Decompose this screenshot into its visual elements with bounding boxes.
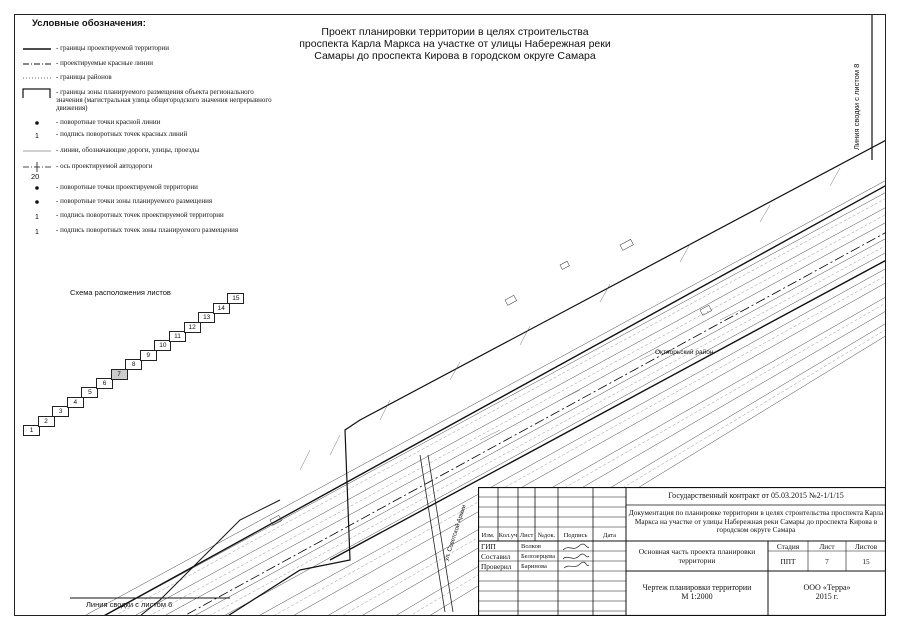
rectangle-outline-icon [22, 88, 51, 98]
sheets-header: Листов [854, 542, 878, 551]
header-signature: Подпись [563, 532, 588, 539]
role-compiled: Составил [481, 552, 511, 561]
sheet-cell-8: 8 [125, 359, 143, 371]
stage-header: Стадия [776, 542, 800, 551]
header-count: Кол.уч [498, 532, 518, 539]
sheet-cell-9: 9 [139, 349, 157, 361]
legend-heading: Условные обозначения: [32, 18, 146, 29]
match-line-top-label: Линия сводки с листом 8 [852, 63, 861, 150]
sheet-cell-6: 6 [96, 378, 113, 389]
title-line-2: проспекта Карла Маркса на участке от ули… [299, 38, 611, 50]
sheet-cell-1: 1 [23, 425, 40, 436]
header-date: Дата [603, 532, 616, 539]
drawing-title: Проект планировки территории в целях стр… [250, 26, 660, 62]
legend-text: - подпись поворотных точек красных линий [56, 130, 188, 138]
legend-text: - проектируемые красные линии [56, 59, 153, 67]
signature-icon [562, 543, 590, 569]
dot-icon [35, 200, 39, 204]
title-block-grid [478, 487, 886, 616]
match-line-bottom-label: Линия сводки с листом 6 [86, 600, 173, 609]
legend-text: - поворотные точки красной линии [56, 118, 161, 126]
thin-line-icon [23, 150, 51, 152]
legend-text: - подпись поворотных точек проектируемой… [56, 211, 224, 219]
number-one-icon: 1 [35, 229, 39, 236]
sheet-cell-5: 5 [81, 387, 99, 399]
legend-text: - ось проектируемой автодороги [56, 162, 153, 170]
role-chief-engineer: ГИП [481, 542, 496, 551]
dash-dot-line-icon [23, 63, 51, 65]
header-sheet: Лист [519, 532, 534, 539]
sheet-cell-14: 14 [212, 302, 230, 314]
sheets-value: 15 [862, 557, 870, 566]
number-one-icon: 1 [35, 133, 39, 140]
sheet-cell-12: 12 [183, 321, 201, 333]
company-year: 2015 г. [815, 592, 839, 601]
sheet-header: Лист [819, 542, 835, 551]
title-block: Государственный контракт от 05.03.2015 №… [478, 487, 886, 616]
scheme-title: Схема расположения листов [70, 288, 171, 297]
axis-point-label: 20 [31, 172, 40, 181]
sheet-cell-11: 11 [169, 331, 186, 342]
legend-text: - границы зоны планируемого размещения о… [56, 88, 272, 112]
svg-text:1: 1 [35, 133, 39, 140]
sheet-cell-7: 7 [110, 368, 128, 380]
legend-text: - границы проектируемой территории [56, 44, 170, 52]
header-change: Изм. [481, 532, 495, 539]
axis-cross-icon [23, 162, 51, 172]
legend-text: - подпись поворотных точек зоны планируе… [56, 226, 239, 234]
stage-value: ППТ [780, 557, 796, 566]
dotted-line-icon [23, 77, 51, 79]
legend-text: - границы районов [56, 73, 112, 81]
title-line-3: Самары до проспекта Кирова в городском о… [314, 50, 596, 62]
name-chief-engineer: Волков [521, 543, 541, 550]
sheet-cell-2: 2 [37, 415, 55, 427]
name-checked: Баринова [521, 563, 547, 570]
drawing-scale: М 1:2000 [681, 592, 713, 601]
company-name: ООО «Терра» [803, 583, 851, 592]
contract-text: Государственный контракт от 05.03.2015 №… [668, 491, 844, 500]
sheet-cell-10: 10 [154, 340, 172, 352]
title-line-1: Проект планировки территории в целях стр… [321, 26, 589, 38]
document-title: Документация по планировке территории в … [628, 508, 884, 534]
dot-icon [35, 186, 39, 190]
header-doc: №док. [537, 532, 556, 539]
name-compiled: Белозерцева [521, 553, 556, 560]
sheet-cell-13: 13 [198, 312, 216, 324]
sheet-value: 7 [825, 557, 829, 566]
dot-icon [35, 121, 39, 125]
legend-text: - поворотные точки проектируемой террито… [56, 183, 198, 191]
svg-text:1: 1 [35, 229, 39, 236]
drawing-frame [14, 14, 886, 616]
section-title: Основная часть проекта планировки террит… [638, 547, 756, 565]
thick-line-icon [23, 48, 51, 50]
sheet-cell-3: 3 [52, 406, 70, 418]
number-one-icon: 1 [35, 214, 39, 221]
legend-text: - линии, обозначающие дороги, улицы, про… [56, 146, 200, 154]
drawing-name: Чертеж планировки территории [642, 583, 752, 592]
road-corridor [70, 15, 885, 615]
svg-text:1: 1 [35, 214, 39, 221]
role-checked: Проверил [481, 562, 512, 571]
district-label: Октябрьский район [655, 349, 714, 356]
sheet-cell-4: 4 [66, 396, 84, 408]
sheet-cell-15: 15 [227, 293, 245, 305]
legend-text: - поворотные точки зоны планируемого раз… [56, 197, 213, 205]
